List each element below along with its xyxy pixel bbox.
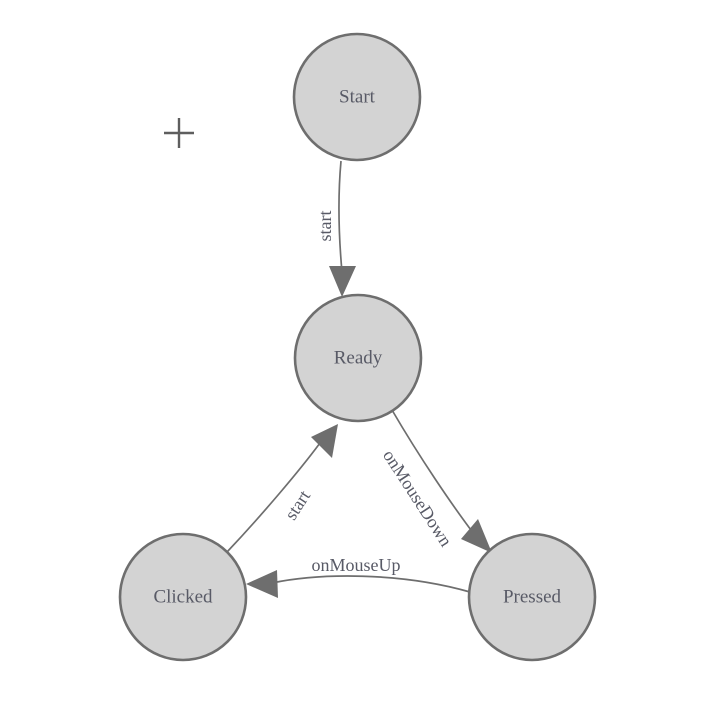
edge-label-pressed-to-clicked: onMouseUp — [312, 555, 401, 575]
edge-pressed-to-clicked[interactable] — [246, 570, 471, 598]
edge-ready-to-pressed[interactable] — [391, 409, 492, 553]
node-start[interactable]: Start — [292, 32, 422, 162]
edge-label-clicked-to-ready: start — [281, 487, 315, 524]
node-clicked[interactable]: Clicked — [118, 532, 248, 662]
node-ready-label: Ready — [334, 347, 383, 368]
node-ready[interactable]: Ready — [293, 293, 423, 423]
edge-start-to-ready[interactable] — [329, 160, 356, 297]
edge-clicked-to-ready[interactable] — [226, 424, 338, 553]
crosshair-icon — [164, 118, 194, 148]
node-clicked-label: Clicked — [153, 586, 213, 607]
node-start-label: Start — [339, 86, 376, 107]
node-pressed-label: Pressed — [503, 586, 562, 607]
node-pressed[interactable]: Pressed — [467, 532, 597, 662]
edge-label-ready-to-pressed: onMouseDown — [379, 446, 456, 550]
edge-label-start-to-ready: start — [315, 211, 335, 242]
